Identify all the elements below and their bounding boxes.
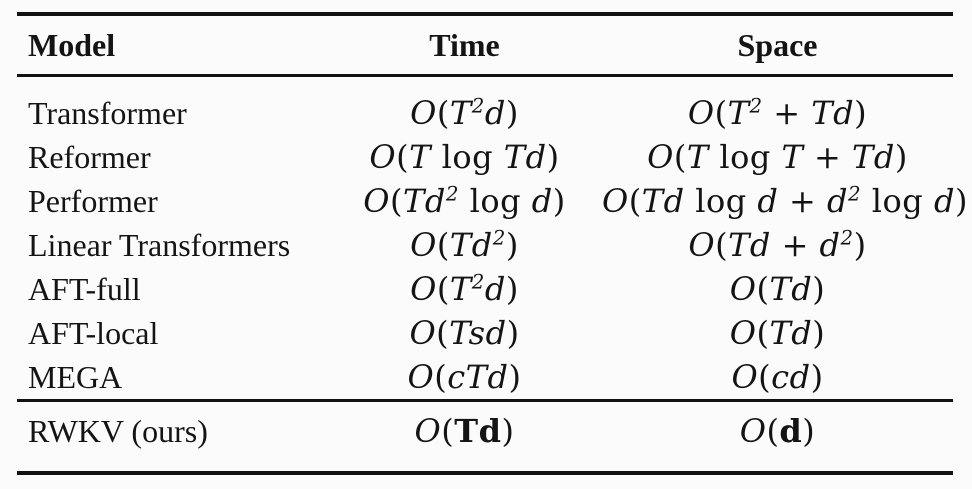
space-complexity: O(Td) — [729, 270, 826, 308]
time-complexity: O(Tsd) — [409, 314, 520, 352]
table-row: Transformer O(T2d) O(T2 + Td) — [17, 76, 953, 136]
model-cell: Linear Transformers — [28, 226, 291, 263]
time-complexity: O(T2d) — [410, 94, 519, 132]
space-complexity: O(Td + d2) — [688, 226, 867, 264]
table-row-rwkv-highlight: RWKV (ours) O(Td) O(d) — [17, 399, 953, 473]
space-complexity: O(T2 + Td) — [687, 94, 868, 132]
time-complexity: O(T log Td) — [369, 138, 560, 176]
model-cell: Reformer — [28, 138, 151, 175]
header-row: Model Time Space — [17, 14, 953, 77]
time-complexity: O(T2d) — [410, 270, 519, 308]
space-complexity: O(T log T + Td) — [647, 138, 908, 176]
time-complexity: O(Td2) — [410, 226, 519, 264]
table-row: Performer O(Td2 log d) O(Td log d + d2 l… — [17, 179, 968, 223]
space-complexity: O(Td) — [729, 314, 826, 352]
table-row: Reformer O(T log Td) O(T log T + Td) — [17, 135, 953, 179]
column-header-space: Space — [602, 14, 953, 77]
table-row: MEGA O(cTd) O(cd) — [17, 355, 953, 401]
table-header: Model Time Space — [17, 14, 953, 77]
table-row: Linear Transformers O(Td2) O(Td + d2) — [17, 223, 953, 267]
model-cell: Performer — [28, 182, 158, 219]
space-complexity: O(Td log d + d2 log d) — [602, 182, 968, 220]
model-cell: AFT-local — [28, 314, 159, 351]
table-row: AFT-full O(T2d) O(Td) — [17, 267, 953, 311]
model-cell: RWKV (ours) — [17, 399, 327, 473]
model-cell: AFT-full — [28, 270, 141, 307]
table-body: Transformer O(T2d) O(T2 + Td) Reformer O… — [17, 76, 968, 473]
column-header-time: Time — [327, 14, 602, 77]
space-complexity: O(d) — [602, 399, 953, 473]
time-complexity: O(cTd) — [407, 358, 522, 396]
model-cell: MEGA — [28, 358, 123, 395]
table-row: AFT-local O(Tsd) O(Td) — [17, 311, 953, 355]
time-complexity: O(Td) — [327, 399, 602, 473]
complexity-table: Model Time Space Transformer O(T2d) O(T2… — [17, 12, 968, 475]
space-complexity: O(cd) — [731, 358, 824, 396]
time-complexity: O(Td2 log d) — [363, 182, 566, 220]
model-cell: Transformer — [28, 94, 187, 131]
column-header-model: Model — [17, 14, 327, 77]
